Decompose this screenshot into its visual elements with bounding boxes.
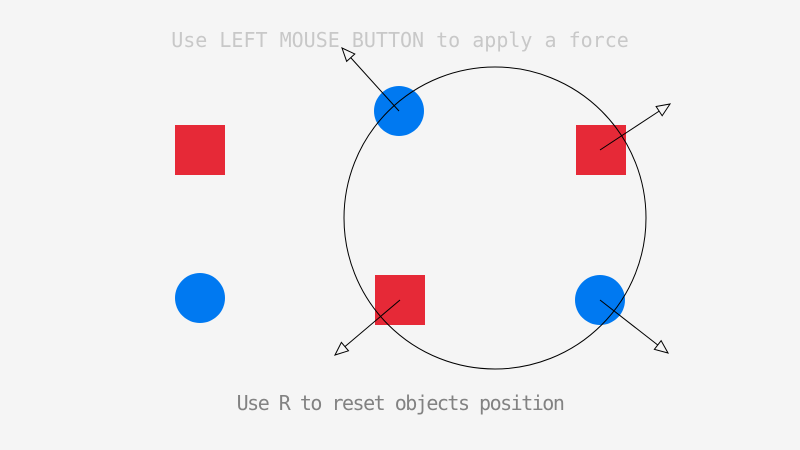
force-arrow-head bbox=[334, 341, 350, 356]
force-arrow-shaft bbox=[599, 299, 659, 346]
force-arrow-shaft bbox=[599, 110, 660, 151]
force-arrow-head bbox=[653, 339, 670, 354]
physics-object-blue-circle[interactable] bbox=[175, 273, 225, 323]
force-arrow-shaft bbox=[350, 57, 400, 112]
force-arrow-head bbox=[341, 47, 356, 63]
instruction-top: Use LEFT MOUSE BUTTON to apply a force bbox=[171, 28, 629, 52]
instruction-bottom: Use R to reset objects position bbox=[236, 391, 565, 415]
force-arrow-shaft bbox=[344, 299, 401, 347]
physics-object-red-square[interactable] bbox=[175, 125, 225, 175]
boundary-circle bbox=[343, 66, 647, 370]
physics-object-red-square[interactable] bbox=[576, 125, 626, 175]
force-arrow-head bbox=[655, 103, 672, 117]
